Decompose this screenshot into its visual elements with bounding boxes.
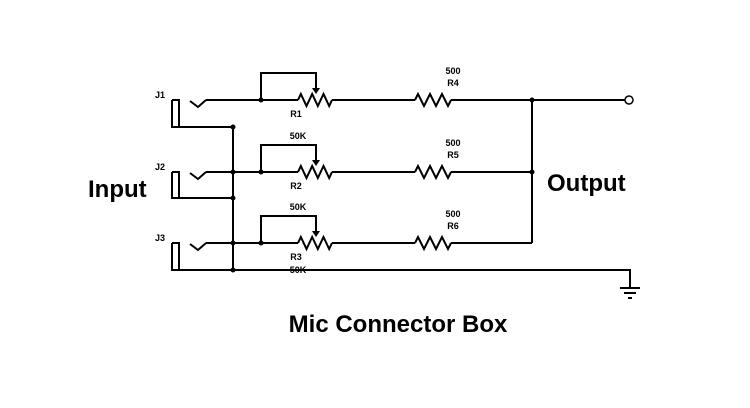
pot-name-label: R2 (290, 181, 302, 191)
pot-wiper-wire (260, 215, 317, 243)
resistor-R5 (414, 163, 452, 181)
diagram-title: Mic Connector Box (289, 311, 508, 338)
pot-value-label: 50K (290, 131, 307, 141)
ground-wire (233, 269, 631, 288)
resistor-name-label: R4 (447, 78, 459, 88)
output-label: Output (547, 170, 626, 197)
resistor-value-label: 500 (445, 209, 460, 219)
pot-name-label: R1 (290, 109, 302, 119)
resistor-name-label: R6 (447, 221, 459, 231)
junction-dot (230, 267, 236, 273)
jack-label: J1 (155, 90, 165, 100)
junction-dot (230, 124, 236, 130)
junction-dot (230, 169, 236, 175)
wiper-arrow-icon (312, 88, 320, 94)
potentiometer-R2 (297, 163, 333, 181)
jack-sleeve (171, 99, 233, 128)
jack-sleeve (171, 242, 233, 271)
resistor-value-label: 500 (445, 66, 460, 76)
resistor-R4 (414, 91, 452, 109)
potentiometer-R3 (297, 234, 333, 252)
jack-sleeve (171, 171, 233, 199)
input-label: Input (88, 176, 147, 203)
wiper-arrow-icon (312, 160, 320, 166)
resistor-name-label: R5 (447, 150, 459, 160)
jack-label: J2 (155, 162, 165, 172)
jack-tip (189, 99, 207, 109)
potentiometer-R1 (297, 91, 333, 109)
junction-dot (529, 169, 535, 175)
output-terminal-icon (624, 95, 634, 105)
resistor-value-label: 500 (445, 138, 460, 148)
pot-wiper-wire (260, 144, 317, 172)
pot-name-label: R3 (290, 252, 302, 262)
pot-value-label: 50K (290, 202, 307, 212)
junction-dot (230, 240, 236, 246)
jack-tip (189, 242, 207, 252)
junction-dot (230, 195, 236, 201)
wiper-arrow-icon (312, 231, 320, 237)
jack-tip (189, 171, 207, 181)
pot-wiper-wire (260, 72, 317, 100)
resistor-R6 (414, 234, 452, 252)
jack-label: J3 (155, 233, 165, 243)
ground-icon (620, 287, 640, 299)
